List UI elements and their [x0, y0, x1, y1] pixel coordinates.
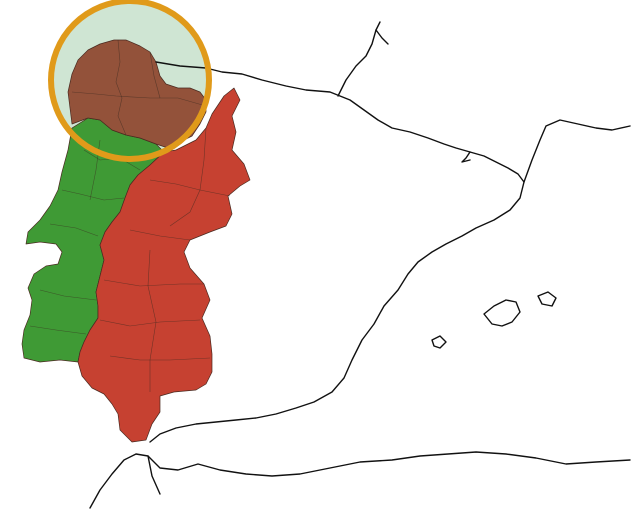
province-borders [29, 39, 231, 392]
balearic-islands [431, 291, 557, 349]
africa-coastline [89, 451, 631, 509]
region-spain-border-provinces [77, 87, 251, 443]
highlight-circle-ring [48, 0, 212, 162]
coastline [149, 21, 631, 443]
region-galicia [67, 39, 207, 149]
